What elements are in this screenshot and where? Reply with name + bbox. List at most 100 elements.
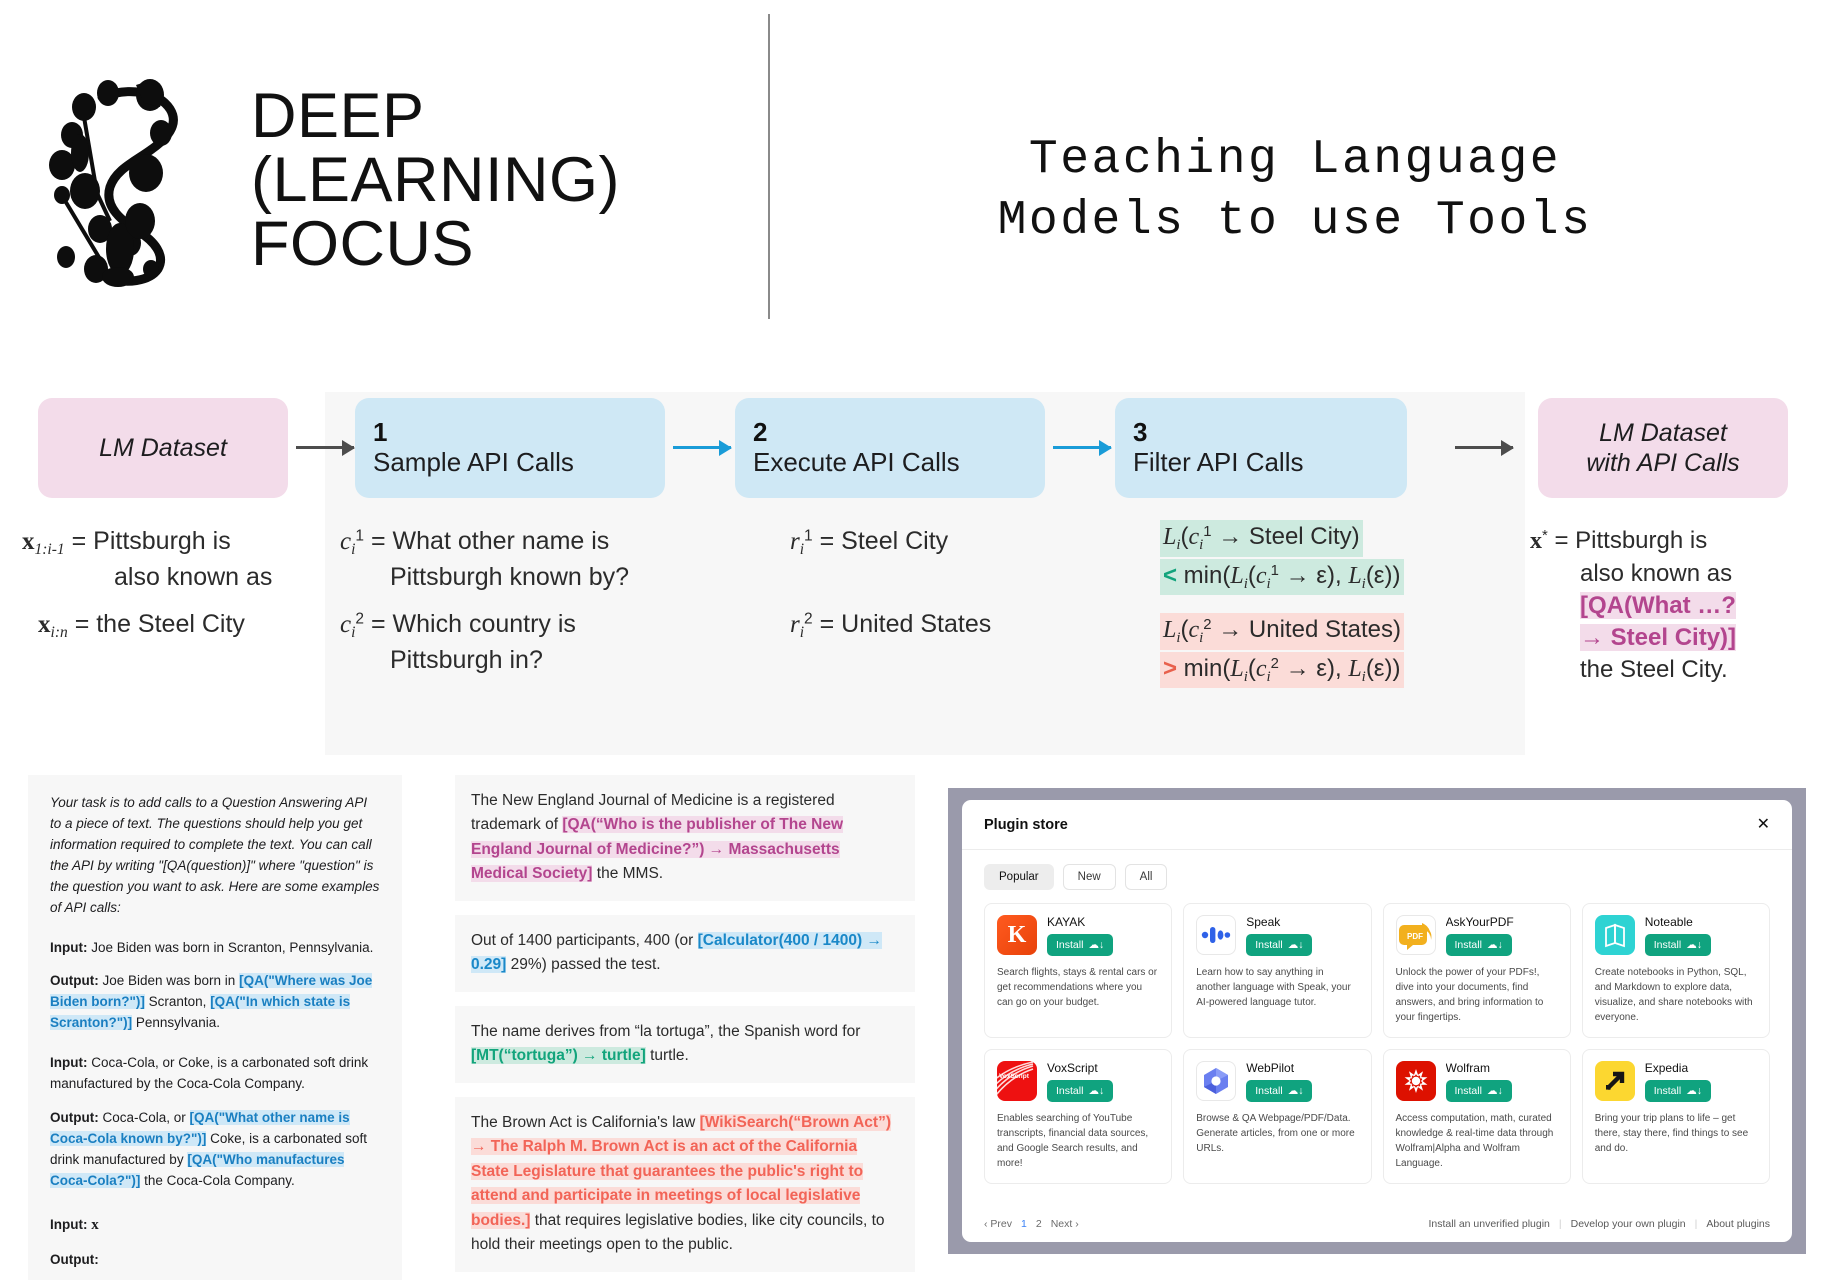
output-text-2b: Coke, is a carbonated soft drink manufac… — [50, 1130, 367, 1167]
stage-lm-dataset: LM Dataset — [38, 398, 288, 498]
formula-input-x1-cont: also known as — [114, 562, 273, 591]
speak-icon — [1196, 915, 1237, 955]
link-install-unverified-plugin[interactable]: Install an unverified plugin — [1428, 1218, 1550, 1230]
pagination-prev[interactable]: ‹ Prev — [984, 1218, 1013, 1230]
stage-lm-dataset-label: LM Dataset — [99, 433, 227, 462]
api-prompt-panel: Your task is to add calls to a Question … — [28, 775, 402, 1280]
arrow-dataset-to-step1 — [296, 440, 355, 456]
pagination-page-1[interactable]: 1 — [1021, 1218, 1027, 1230]
formula-output-highlight-2: → Steel City)] — [1580, 623, 1737, 651]
voxscript-icon: VoxScript — [997, 1061, 1037, 1101]
plugin-desc-expedia: Bring your trip plans to life – get ther… — [1594, 1113, 1749, 1154]
toolformer-pipeline-diagram: LM Dataset x1:i-1 = Pittsburgh is also k… — [0, 380, 1826, 755]
close-icon[interactable]: ✕ — [1756, 815, 1770, 833]
page-title-line-2: Models to use Tools — [997, 194, 1593, 249]
plugin-desc-speak: Learn how to say anything in another lan… — [1196, 967, 1351, 1008]
plugin-card-webpilot[interactable]: WebPilot Install ☁↓ Browse & QA Webpage/… — [1183, 1049, 1372, 1184]
example-2-prefix: Out of 1400 participants, 400 (or — [471, 931, 698, 949]
download-icon: ☁↓ — [1486, 1085, 1503, 1097]
brand-line-1: DEEP — [251, 80, 425, 151]
formula-c1: ci1 = What other name is Pittsburgh know… — [340, 525, 670, 594]
kayak-icon: K — [997, 915, 1037, 955]
page-title-line-1: Teaching Language — [1028, 133, 1562, 187]
formula-output-highlight-1: [QA(What …? — [1580, 591, 1736, 619]
formula-r2: ri2 = United States — [790, 610, 992, 641]
example-card-nejm: The New England Journal of Medicine is a… — [455, 775, 915, 901]
download-icon: ☁↓ — [1287, 1085, 1304, 1097]
expedia-icon — [1594, 1061, 1635, 1101]
prompt-final-output: Output: — [50, 1250, 380, 1271]
example-card-translation: The name derives from “la tortuga”, the … — [455, 1005, 915, 1083]
plugin-name-askyourpdf: AskYourPDF — [1445, 915, 1514, 929]
plugin-desc-voxscript: Enables searching of YouTube transcripts… — [997, 1113, 1149, 1169]
input-text-1: Joe Biden was born in Scranton, Pennsylv… — [87, 939, 374, 955]
link-about-plugins[interactable]: About plugins — [1706, 1218, 1770, 1230]
footer-separator-2: | — [1694, 1218, 1698, 1230]
plugin-footer-links: Install an unverified plugin | Develop y… — [1428, 1218, 1770, 1230]
arrow-step1-to-step2 — [673, 440, 732, 456]
plugin-desc-askyourpdf: Unlock the power of your PDFs!, dive int… — [1395, 967, 1544, 1023]
filter-tab-new[interactable]: New — [1062, 864, 1116, 890]
install-button-webpilot[interactable]: Install ☁↓ — [1246, 1080, 1313, 1102]
plugin-store-footer: ‹ Prev 1 2 Next › Install an unverified … — [962, 1206, 1792, 1242]
plugin-store-screenshot: Plugin store ✕ Popular New All K — [948, 788, 1806, 1254]
page-title: Teaching Language Models to use Tools — [790, 130, 1800, 253]
install-button-noteable[interactable]: Install ☁↓ — [1644, 934, 1711, 956]
plugin-card-askyourpdf[interactable]: PDF AskYourPDF Install ☁↓ U — [1382, 903, 1571, 1038]
stage-filter-api-calls: 3 Filter API Calls — [1115, 398, 1407, 498]
brand-wordmark: DEEP (LEARNING) FOCUS — [251, 80, 620, 276]
install-button-speak[interactable]: Install ☁↓ — [1246, 934, 1313, 956]
noteable-icon — [1594, 915, 1635, 955]
install-label: Install — [1454, 939, 1482, 951]
plugin-desc-noteable: Create notebooks in Python, SQL, and Mar… — [1594, 967, 1753, 1023]
stage-3-label: Filter API Calls — [1133, 447, 1304, 478]
plugin-card-noteable[interactable]: Noteable Install ☁↓ Create notebooks in … — [1581, 903, 1770, 1038]
download-icon: ☁↓ — [1486, 939, 1503, 951]
install-button-kayak[interactable]: Install ☁↓ — [1047, 934, 1114, 956]
api-call-examples: The New England Journal of Medicine is a… — [455, 775, 915, 1286]
neural-network-logo-icon — [40, 73, 225, 288]
install-button-askyourpdf[interactable]: Install ☁↓ — [1445, 934, 1512, 956]
example-1-prefix: The New England Journal of Medicine is a… — [471, 792, 835, 834]
pagination-next[interactable]: Next › — [1050, 1218, 1079, 1230]
plugin-card-speak[interactable]: Speak Install ☁↓ Learn how to say anythi… — [1183, 903, 1372, 1038]
brand-logo: DEEP (LEARNING) FOCUS — [40, 60, 700, 300]
install-label: Install — [1653, 1085, 1682, 1097]
svg-text:PDF: PDF — [1407, 932, 1423, 941]
formula-c1-text: = What other name is — [371, 527, 610, 555]
plugin-store-header: Plugin store ✕ — [962, 800, 1792, 850]
install-button-wolfram[interactable]: Install ☁↓ — [1445, 1080, 1512, 1102]
arrow-step2-to-step3 — [1053, 440, 1112, 456]
formula-c2: ci2 = Which country is Pittsburgh in? — [340, 608, 670, 677]
install-button-voxscript[interactable]: Install ☁↓ — [1047, 1080, 1114, 1102]
example-3-prefix: The name derives from “la tortuga”, the … — [471, 1022, 861, 1040]
formula-input-x1-text: = Pittsburgh is — [71, 527, 231, 555]
example-4-prefix: The Brown Act is California's law — [471, 1113, 700, 1131]
filter-tab-all[interactable]: All — [1124, 864, 1168, 890]
install-label: Install — [1653, 939, 1682, 951]
plugin-desc-webpilot: Browse & QA Webpage/PDF/Data. Generate a… — [1196, 1113, 1355, 1154]
stage-2-label: Execute API Calls — [753, 447, 960, 478]
link-develop-your-own-plugin[interactable]: Develop your own plugin — [1570, 1218, 1686, 1230]
header-divider — [768, 14, 770, 319]
plugin-name-voxscript: VoxScript — [1047, 1061, 1098, 1075]
plugin-card-expedia[interactable]: Expedia Install ☁↓ Bring your trip plans… — [1581, 1049, 1770, 1184]
output-text-2a: Coca-Cola, or — [98, 1110, 190, 1126]
stage-sample-api-calls: 1 Sample API Calls — [355, 398, 665, 498]
plugin-store-body: Popular New All K KAYAK — [962, 850, 1792, 1206]
filter-tab-popular[interactable]: Popular — [984, 864, 1054, 890]
plugin-card-voxscript[interactable]: VoxScript VoxScript Install ☁↓ — [984, 1049, 1173, 1184]
download-icon: ☁↓ — [1088, 939, 1105, 951]
output-text-1a: Joe Biden was born in — [98, 973, 240, 989]
plugin-desc-wolfram: Access computation, math, curated knowle… — [1395, 1113, 1554, 1169]
stage-execute-api-calls: 2 Execute API Calls — [735, 398, 1045, 498]
output-text-1b: Scranton, — [144, 994, 211, 1010]
plugin-card-kayak[interactable]: K KAYAK Install ☁↓ Search flights, stays… — [984, 903, 1173, 1038]
plugin-card-wolfram[interactable]: Wolfram Install ☁↓ Access computation, m… — [1382, 1049, 1571, 1184]
formula-output-xstar: x* = Pittsburgh is also known as [QA(Wha… — [1530, 525, 1810, 686]
install-button-expedia[interactable]: Install ☁↓ — [1644, 1080, 1711, 1102]
formula-c2-cont: Pittsburgh in? — [390, 645, 543, 674]
input-label-2: Input: — [50, 1055, 88, 1071]
plugin-name-wolfram: Wolfram — [1445, 1061, 1490, 1075]
pagination-page-2[interactable]: 2 — [1035, 1218, 1042, 1230]
